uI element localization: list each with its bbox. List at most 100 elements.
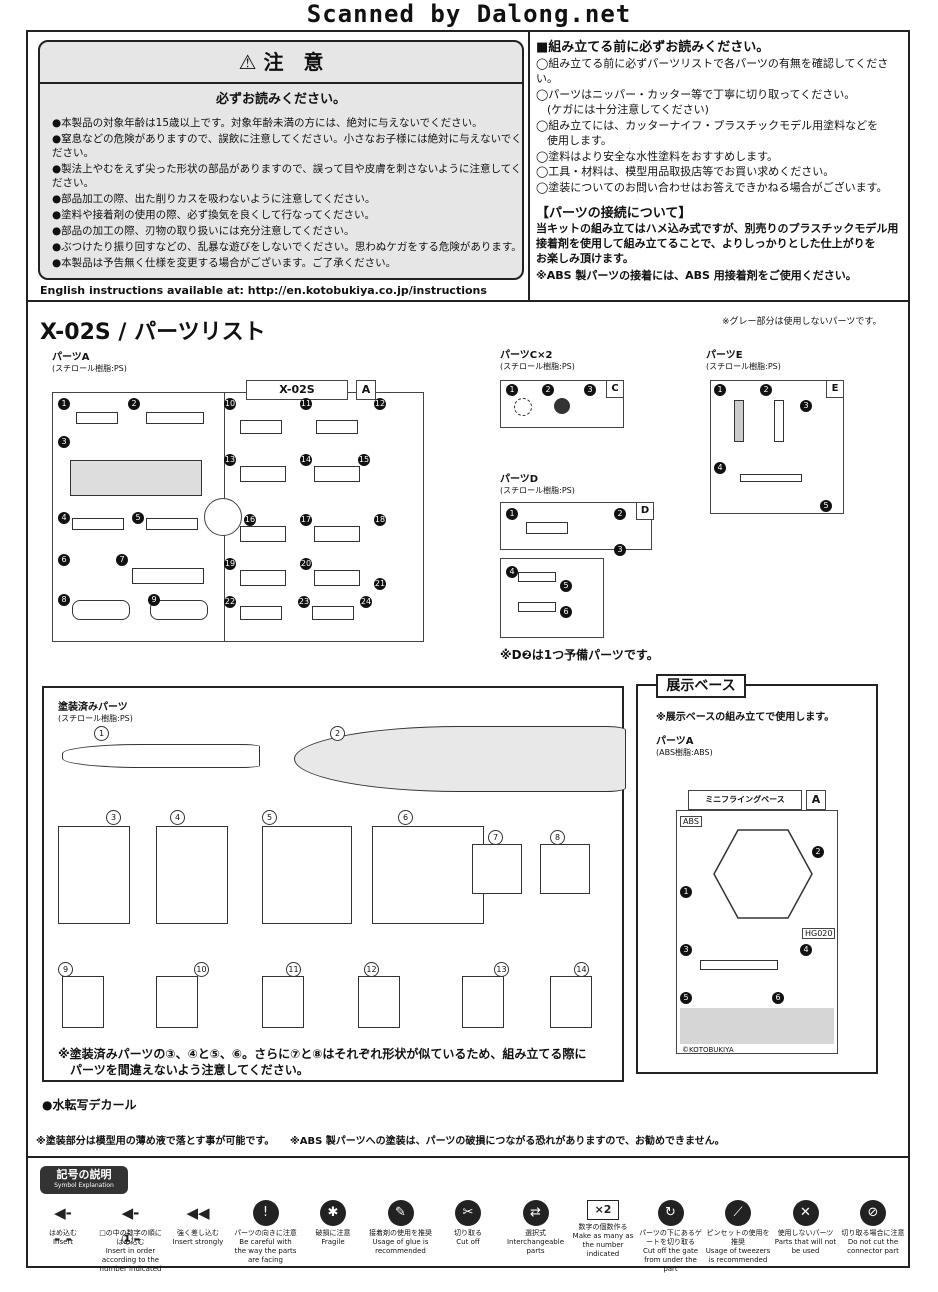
part-number: 2 (614, 508, 626, 520)
part-shape (156, 976, 198, 1028)
part-number: 4 (170, 810, 185, 825)
runner-d-lower (500, 558, 604, 638)
part-shape (150, 600, 208, 620)
part-number: 13 (224, 454, 236, 466)
part-number: 4 (58, 512, 70, 524)
part-shape (314, 466, 360, 482)
display-base-tag: ミニフライングベース (688, 790, 802, 810)
runner-d-label: パーツD (スチロール樹脂:PS) (500, 474, 575, 495)
display-base-box (636, 684, 878, 1074)
painted-parts-box (42, 686, 624, 1082)
list-item: ●本製品の対象年齢は15歳以上です。対象年齢未満の方には、絶対に与えないでくださ… (52, 117, 483, 129)
joint-line: 接着剤を使用して組み立てることで、よりしっかりとした仕上がりを (536, 237, 876, 250)
list-item: ●部品の加工の際、刃物の取り扱いには充分注意してください。 (52, 225, 355, 237)
part-number: 1 (506, 384, 518, 396)
watermark: Scanned by Dalong.net (306, 0, 632, 28)
part-shape (554, 398, 570, 414)
list-item: ●ぶつけたり振り回すなどの、乱暴な遊びをしないでください。思わぬケガをする危険が… (52, 241, 522, 253)
read-first: ■組み立てる前に必ずお読みください。 ◯組み立てる前に必ずパーツリストで各パーツ… (536, 40, 906, 195)
part-number: 1 (94, 726, 109, 741)
display-base-note: ※展示ベースの組み立てで使用します。 (656, 712, 835, 723)
part-number: 18 (374, 514, 386, 526)
part-shape (314, 526, 360, 542)
part-shape (58, 826, 130, 924)
joint-abs-note: ※ABS 製パーツの接着には、ABS 用接着剤をご使用ください。 (536, 269, 857, 282)
part-shape (62, 976, 104, 1028)
part-number: 7 (488, 830, 503, 845)
part-shape (372, 826, 484, 924)
part-number: 5 (560, 580, 572, 592)
english-instructions-link[interactable]: English instructions available at: http:… (40, 284, 487, 297)
part-number: 2 (128, 398, 140, 410)
part-shape (262, 826, 352, 924)
part-number: 20 (300, 558, 312, 570)
part-number: 7 (116, 554, 128, 566)
part-shape (294, 726, 626, 792)
part-shape (518, 602, 556, 612)
part-shape (76, 412, 118, 424)
insert-order-icon: ◀-①- (121, 1204, 140, 1248)
double-arrow-icon: ◀◀ (186, 1204, 210, 1222)
part-number: 17 (300, 514, 312, 526)
display-base-parts-label: パーツA (ABS樹脂:ABS) (656, 736, 713, 757)
part-shape (514, 398, 532, 416)
part-shape (146, 412, 204, 424)
part-shape (240, 570, 286, 586)
part-number: 3 (614, 544, 626, 556)
multiply-icon: ×2 (587, 1200, 619, 1220)
part-number: 8 (550, 830, 565, 845)
part-number: 2 (812, 846, 824, 858)
list-item: ◯パーツはニッパー・カッター等で丁寧に切り取ってください。 (536, 87, 856, 101)
part-shape (550, 976, 592, 1028)
divider-bottom (28, 1156, 908, 1158)
part-number: 16 (244, 514, 256, 526)
runner-e-label: パーツE (スチロール樹脂:PS) (706, 350, 781, 371)
part-shape (72, 600, 130, 620)
caution-title: ⚠ 注 意 (40, 42, 522, 84)
part-number: 1 (714, 384, 726, 396)
part-number: 3 (584, 384, 596, 396)
part-number: 19 (224, 558, 236, 570)
part-shape (526, 522, 568, 534)
list-item: 使用します。 (536, 134, 612, 147)
display-base-title: 展示ベース (656, 674, 746, 698)
paint-note: ※塗装部分は模型用の薄め液で落とす事が可能です。 (36, 1136, 275, 1147)
page-frame (26, 30, 910, 1268)
part-shape (358, 976, 400, 1028)
gray-note: ※グレー部分は使用しないパーツです。 (722, 317, 882, 327)
divider-vertical (528, 32, 530, 300)
part-number: 4 (506, 566, 518, 578)
joint-title: 【パーツの接続について】 (536, 206, 692, 221)
read-first-heading: ■組み立てる前に必ずお読みください。 (536, 40, 770, 55)
abs-badge: ABS (680, 816, 702, 827)
runner-a (52, 392, 424, 642)
part-shape (316, 420, 358, 434)
decal-label: ●水転写デカール (42, 1098, 137, 1112)
part-shape (740, 474, 802, 482)
list-item: (ケガには十分注意してください) (536, 103, 709, 116)
exclamation-icon: ! (252, 1200, 279, 1226)
part-number: 3 (106, 810, 121, 825)
part-number: 3 (58, 436, 70, 448)
runner-d-letter: D (636, 502, 654, 520)
hexagon-stand-part (713, 829, 813, 919)
runner-e (710, 380, 844, 514)
glue-icon: ✎ (387, 1200, 414, 1226)
list-item: ◯工具・材料は、模型用品取扱店等でお買い求めください。 (536, 165, 835, 178)
part-number: 1 (680, 886, 692, 898)
list-item: ◯塗装についてのお問い合わせはお答えできかねる場合がございます。 (536, 180, 888, 194)
list-item: ●本製品は予告無く仕様を変更する場合がございます。ご了承ください。 (52, 257, 397, 269)
list-item: ●塗料や接着剤の使用の際、必ず換気を良くして行なってください。 (52, 209, 376, 221)
part-number: 14 (300, 454, 312, 466)
part-shape (156, 826, 228, 924)
part-number: 14 (574, 962, 589, 977)
part-number: 12 (374, 398, 386, 410)
